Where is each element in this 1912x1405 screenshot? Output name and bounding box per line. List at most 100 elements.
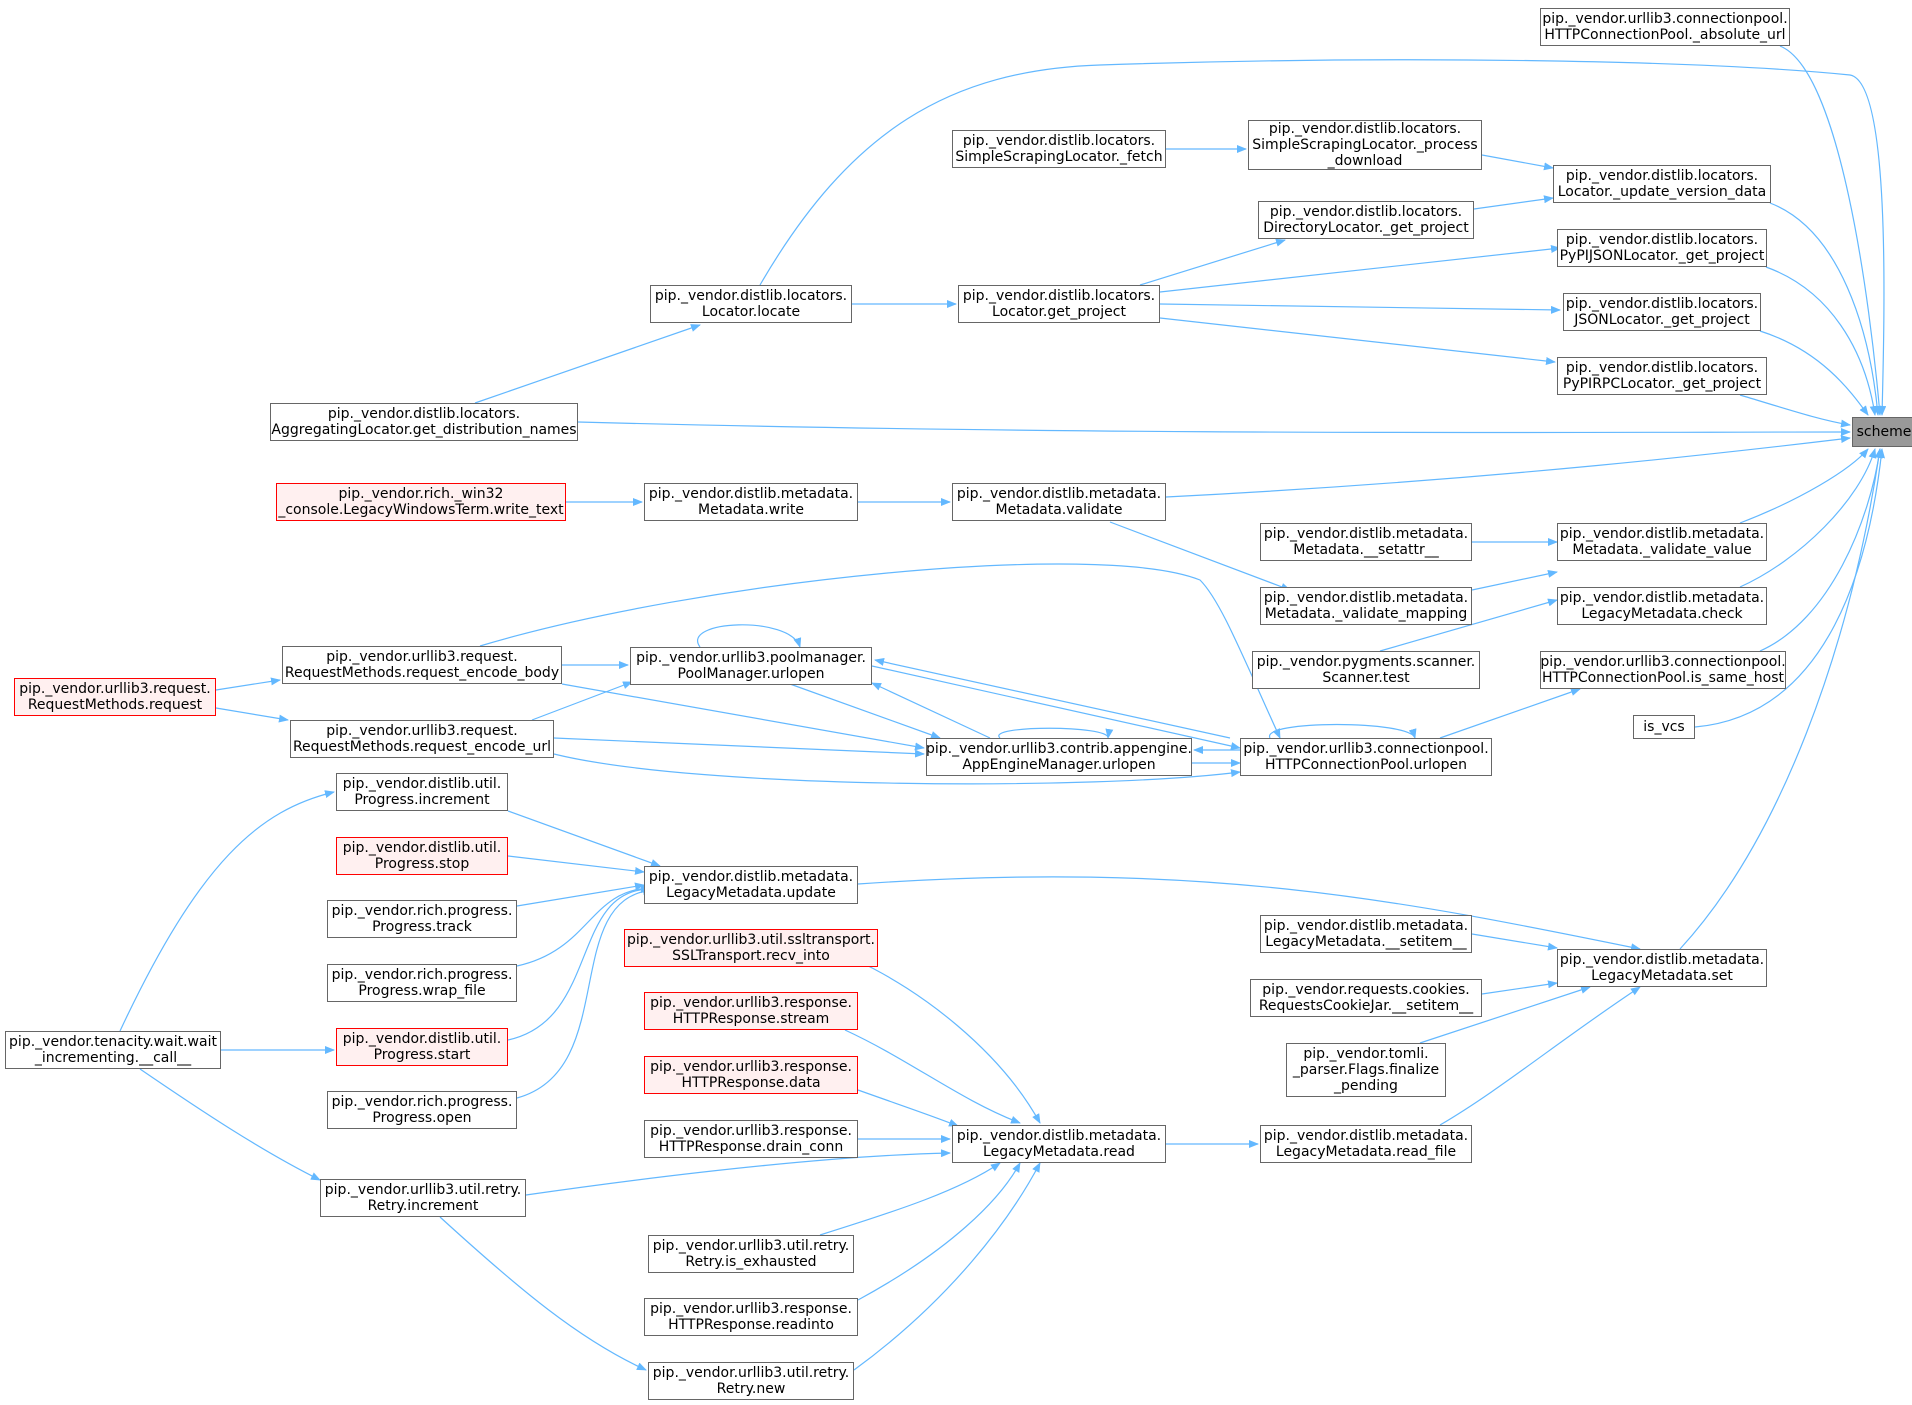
node-label-line: Progress.increment	[354, 792, 490, 808]
node-label-line: pip._vendor.rich._win32	[338, 486, 504, 502]
call-edge	[1159, 303, 1561, 314]
node-read-file[interactable]: pip._vendor.distlib.metadata.LegacyMetad…	[1260, 1125, 1472, 1163]
node-retry-new[interactable]: pip._vendor.urllib3.util.retry.Retry.new	[648, 1362, 854, 1400]
node-label-line: pip._vendor.urllib3.request.	[19, 681, 211, 697]
call-edge	[1471, 569, 1558, 591]
node-readinto[interactable]: pip._vendor.urllib3.response.HTTPRespons…	[644, 1298, 858, 1336]
node-pm-urlopen[interactable]: pip._vendor.urllib3.poolmanager.PoolMana…	[630, 647, 872, 685]
node-resp-data[interactable]: pip._vendor.urllib3.response.HTTPRespons…	[644, 1056, 858, 1094]
node-label-line: pip._vendor.urllib3.response.	[650, 1059, 852, 1075]
call-edge	[857, 876, 1641, 952]
node-meta-validate[interactable]: pip._vendor.distlib.metadata.Metadata.va…	[952, 483, 1166, 521]
node-pypijson[interactable]: pip._vendor.distlib.locators.PyPIJSONLoc…	[1557, 229, 1767, 267]
node-stream[interactable]: pip._vendor.urllib3.response.HTTPRespons…	[644, 992, 858, 1030]
call-edge	[1139, 238, 1286, 286]
node-ssl-fetch[interactable]: pip._vendor.distlib.locators.SimpleScrap…	[952, 130, 1166, 168]
node-drain-conn[interactable]: pip._vendor.urllib3.response.HTTPRespons…	[644, 1120, 858, 1158]
node-legacy-setitem[interactable]: pip._vendor.distlib.metadata.LegacyMetad…	[1260, 915, 1472, 953]
call-edge	[561, 683, 925, 751]
node-label-line: LegacyMetadata.read	[983, 1144, 1135, 1160]
node-cookie-setitem[interactable]: pip._vendor.requests.cookies.RequestsCoo…	[1250, 979, 1482, 1017]
node-scheme[interactable]: scheme	[1852, 417, 1912, 447]
node-recv-into[interactable]: pip._vendor.urllib3.util.ssltransport.SS…	[624, 929, 878, 967]
call-edge	[531, 681, 633, 721]
node-label-line: PyPIJSONLocator._get_project	[1559, 248, 1765, 264]
call-edge	[1473, 195, 1554, 210]
node-scanner-test[interactable]: pip._vendor.pygments.scanner.Scanner.tes…	[1252, 651, 1480, 689]
node-legacy-set[interactable]: pip._vendor.distlib.metadata.LegacyMetad…	[1557, 949, 1767, 987]
call-edge	[577, 421, 1851, 437]
node-label-line: pip._vendor.distlib.locators.	[1268, 121, 1462, 137]
node-retry-increment[interactable]: pip._vendor.urllib3.util.retry.Retry.inc…	[320, 1179, 526, 1217]
node-tenacity-call[interactable]: pip._vendor.tenacity.wait.wait_increment…	[5, 1031, 221, 1069]
node-label-line: scheme	[1856, 424, 1912, 440]
node-update-version-data[interactable]: pip._vendor.distlib.locators.Locator._up…	[1553, 165, 1771, 203]
node-dir-get-project[interactable]: pip._vendor.distlib.locators.DirectoryLo…	[1258, 201, 1474, 239]
node-label-line: pip._vendor.distlib.util.	[342, 840, 502, 856]
node-label-line: LegacyMetadata.set	[1591, 968, 1733, 984]
node-process-download[interactable]: pip._vendor.distlib.locators.SimpleScrap…	[1248, 120, 1482, 170]
node-label-line: _console.LegacyWindowsTerm.write_text	[278, 502, 564, 518]
call-edge	[871, 682, 991, 739]
node-legacy-update[interactable]: pip._vendor.distlib.metadata.LegacyMetad…	[644, 866, 858, 904]
node-validate-value[interactable]: pip._vendor.distlib.metadata.Metadata._v…	[1557, 523, 1767, 561]
node-appengine-urlopen[interactable]: pip._vendor.urllib3.contrib.appengine.Ap…	[926, 738, 1192, 776]
node-pypirpc[interactable]: pip._vendor.distlib.locators.PyPIRPCLoca…	[1557, 357, 1767, 395]
node-label-line: SimpleScrapingLocator._fetch	[955, 149, 1163, 165]
node-locate[interactable]: pip._vendor.distlib.locators.Locator.loc…	[650, 285, 852, 323]
node-label-line: pip._vendor.urllib3.connectionpool.	[1542, 11, 1788, 27]
node-label-line: pip._vendor.distlib.locators.	[962, 288, 1156, 304]
node-label-line: RequestMethods.request_encode_url	[292, 739, 552, 755]
node-absolute-url[interactable]: pip._vendor.urllib3.connectionpool.HTTPC…	[1540, 8, 1790, 46]
node-prog-increment[interactable]: pip._vendor.distlib.util.Progress.increm…	[336, 773, 508, 811]
call-edge	[874, 658, 1231, 739]
node-label-line: DirectoryLocator._get_project	[1263, 220, 1469, 236]
node-prog-stop[interactable]: pip._vendor.distlib.util.Progress.stop	[336, 837, 508, 875]
node-label-line: LegacyMetadata.__setitem__	[1265, 934, 1467, 950]
node-encode-body[interactable]: pip._vendor.urllib3.request.RequestMetho…	[282, 646, 562, 684]
call-edge	[1439, 986, 1641, 1126]
node-label-line: pip._vendor.distlib.locators.	[1565, 168, 1759, 184]
call-edge	[439, 1216, 647, 1371]
node-prog-start[interactable]: pip._vendor.distlib.util.Progress.start	[336, 1028, 508, 1066]
node-label-line: LegacyMetadata.check	[1581, 606, 1743, 622]
node-label-line: pip._vendor.distlib.locators.	[1269, 204, 1463, 220]
node-legacy-check[interactable]: pip._vendor.distlib.metadata.LegacyMetad…	[1557, 587, 1767, 625]
node-cp-urlopen[interactable]: pip._vendor.urllib3.connectionpool.HTTPC…	[1240, 738, 1492, 776]
node-label-line: pip._vendor.distlib.metadata.	[1263, 918, 1469, 934]
node-tomli-finalize[interactable]: pip._vendor.tomli._parser.Flags.finalize…	[1286, 1043, 1446, 1097]
node-label-line: Progress.wrap_file	[358, 983, 486, 999]
call-edge	[479, 563, 1281, 739]
node-label-line: pip._vendor.rich.progress.	[331, 1094, 513, 1110]
node-label-line: pip._vendor.urllib3.request.	[326, 649, 518, 665]
node-label-line: PoolManager.urlopen	[677, 666, 825, 682]
node-setattr[interactable]: pip._vendor.distlib.metadata.Metadata.__…	[1260, 523, 1472, 561]
call-edge	[1759, 448, 1883, 652]
node-encode-url[interactable]: pip._vendor.urllib3.request.RequestMetho…	[290, 720, 554, 758]
call-edge	[1679, 448, 1883, 950]
node-label-line: Scanner.test	[1322, 670, 1410, 686]
node-label-line: pip._vendor.distlib.metadata.	[648, 869, 854, 885]
node-label-line: Locator.locate	[701, 304, 801, 320]
node-legacy-read[interactable]: pip._vendor.distlib.metadata.LegacyMetad…	[952, 1125, 1166, 1163]
node-jsonlocator[interactable]: pip._vendor.distlib.locators.JSONLocator…	[1563, 293, 1761, 331]
node-wrap-file[interactable]: pip._vendor.rich.progress.Progress.wrap_…	[327, 964, 517, 1002]
node-rich-track[interactable]: pip._vendor.rich.progress.Progress.track	[327, 900, 517, 938]
node-write-text[interactable]: pip._vendor.rich._win32_console.LegacyWi…	[276, 483, 566, 521]
node-validate-mapping[interactable]: pip._vendor.distlib.metadata.Metadata._v…	[1260, 587, 1472, 625]
node-label-line: pip._vendor.distlib.locators.	[1565, 360, 1759, 376]
node-get-project[interactable]: pip._vendor.distlib.locators.Locator.get…	[958, 285, 1160, 323]
call-edge	[525, 1149, 951, 1196]
node-is-exhausted[interactable]: pip._vendor.urllib3.util.retry.Retry.is_…	[648, 1235, 854, 1273]
node-meta-write[interactable]: pip._vendor.distlib.metadata.Metadata.wr…	[644, 483, 858, 521]
node-rich-open[interactable]: pip._vendor.rich.progress.Progress.open	[327, 1091, 517, 1129]
node-label-line: HTTPResponse.stream	[672, 1011, 830, 1027]
node-req-request[interactable]: pip._vendor.urllib3.request.RequestMetho…	[14, 678, 216, 716]
node-label-line: Metadata._validate_mapping	[1264, 606, 1468, 622]
node-is-same-host[interactable]: pip._vendor.urllib3.connectionpool.HTTPC…	[1540, 651, 1786, 689]
node-label-line: _download	[1327, 153, 1403, 169]
node-label-line: Metadata.validate	[995, 502, 1123, 518]
node-agg-names[interactable]: pip._vendor.distlib.locators.Aggregating…	[270, 403, 578, 441]
node-is-vcs[interactable]: is_vcs	[1633, 715, 1695, 739]
